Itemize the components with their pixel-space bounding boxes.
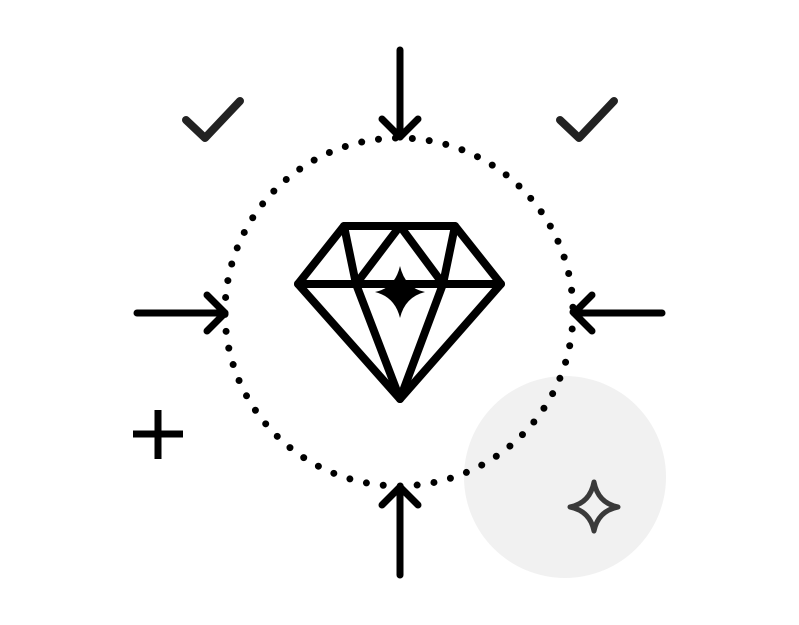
sparkle-icon [567,479,621,534]
checkmark-icon [182,97,244,142]
arrow-up-icon [378,483,422,579]
sparkle-icon [375,266,425,318]
checkmark-icon [556,97,618,142]
plus-icon [133,410,183,459]
highlight-circle [464,376,666,578]
arrow-left-icon [570,291,666,335]
arrow-down-icon [378,46,422,141]
arrow-right-icon [133,291,229,335]
